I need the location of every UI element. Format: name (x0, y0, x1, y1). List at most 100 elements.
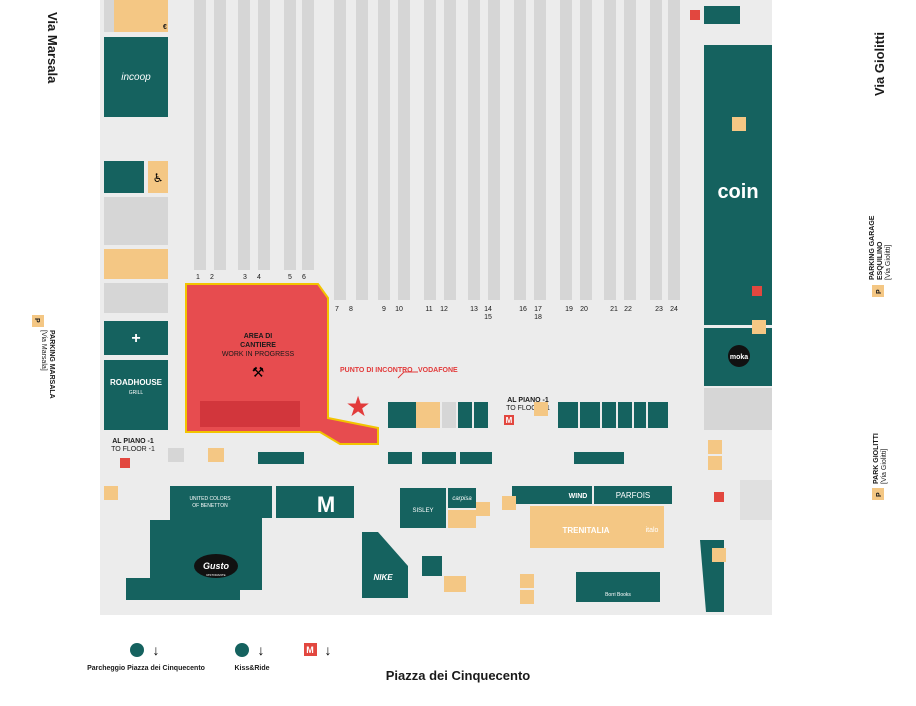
wind-block[interactable] (512, 486, 592, 504)
metro-badge[interactable] (690, 10, 700, 20)
parking-right-top-sub: [Via Giolitti] (885, 245, 892, 280)
parking-badge-label: P (876, 492, 883, 497)
shop[interactable] (648, 402, 668, 428)
escalator-badge (732, 117, 746, 131)
sisley-store[interactable] (400, 488, 446, 528)
track-label: 5 (288, 274, 292, 281)
meeting-point-label: PUNTO DI INCONTRO (340, 367, 413, 374)
construction-sub (200, 401, 300, 427)
track-label: 14 (484, 306, 492, 313)
metro-badge[interactable] (714, 492, 724, 502)
wheelchair-icon: ♿ (153, 171, 164, 185)
parking-badge-right-top (872, 285, 884, 297)
street-bottom: Piazza dei Cinquecento (386, 668, 531, 683)
incoop-label: incoop (121, 72, 151, 83)
carpisa-label: carpisa (452, 496, 472, 502)
shop[interactable] (388, 402, 416, 428)
star-icon[interactable]: ★ (345, 391, 370, 422)
gray-block (704, 388, 772, 430)
arrow-down-icon: ↓ (153, 642, 160, 658)
gray-block (104, 0, 114, 32)
parking-badge-label: P (876, 289, 883, 294)
parking-right-bottom-sub: [Via Giolitti] (881, 449, 888, 484)
peach-block (104, 249, 168, 279)
gusto-logo (194, 554, 238, 578)
shop[interactable] (558, 402, 578, 428)
shop[interactable] (442, 402, 456, 428)
roadhouse-store[interactable] (104, 360, 168, 430)
street-left: Via Marsala (45, 12, 60, 84)
legend-teal-dot (235, 643, 249, 657)
construction-title-2: CANTIERE (240, 342, 276, 349)
metro-badge-label: M (506, 416, 513, 425)
track-label: 2 (210, 274, 214, 281)
wind-label: WIND (569, 493, 588, 500)
shop[interactable] (458, 402, 472, 428)
italo-label: italo (646, 527, 659, 534)
incoop-store[interactable] (104, 37, 168, 117)
track-label: 12 (440, 306, 448, 313)
parking-right-top-title1: PARKING GARAGE (869, 215, 876, 280)
shop[interactable] (634, 402, 646, 428)
benetton-label-1: UNITED COLORS (189, 496, 231, 502)
parfois-block[interactable] (594, 486, 672, 504)
escalator-icons (104, 320, 766, 604)
gray-block (104, 197, 168, 245)
coin-store[interactable] (704, 45, 772, 325)
track-label: 23 (655, 306, 663, 313)
accessibility-block (148, 161, 168, 193)
gray-block (168, 448, 184, 462)
track-label: 9 (382, 306, 386, 313)
moka-label: moka (730, 354, 748, 361)
track-label: 18 (534, 314, 542, 321)
pharmacy-cross-icon: + (131, 330, 140, 347)
gray-block (104, 283, 168, 313)
moka-logo (728, 345, 750, 367)
vodafone-pointer (397, 371, 418, 379)
parking-right-bottom-title: PARK GIOLITTI (873, 433, 880, 484)
right-gray (740, 480, 772, 520)
shop[interactable] (416, 402, 440, 428)
parfois-label: PARFOIS (616, 491, 651, 500)
bookstore-label: Borri Books (605, 592, 631, 598)
teal-block (104, 161, 144, 193)
mcdonalds-store[interactable] (276, 486, 354, 518)
track-label: 10 (395, 306, 403, 313)
metro-badge[interactable] (120, 458, 130, 468)
nike-store[interactable] (362, 532, 408, 598)
legend-metro-label: M (306, 645, 314, 655)
metro-badge[interactable] (504, 415, 514, 425)
trenitalia-label: TRENITALIA (563, 526, 610, 535)
track-label: 19 (565, 306, 573, 313)
shop[interactable] (580, 402, 600, 428)
legend-teal-dot (130, 643, 144, 657)
parking-badge-right-bottom (872, 488, 884, 500)
platforms (194, 0, 680, 300)
shop[interactable] (602, 402, 616, 428)
floor-center-line2: TO FLOOR -1 (506, 405, 550, 412)
sisley-label: SISLEY (412, 508, 433, 514)
arrow-down-icon: ↓ (325, 642, 332, 658)
worker-icon: ⚒ (252, 364, 265, 380)
street-right: Via Giolitti (872, 32, 887, 96)
coin-label: coin (717, 181, 758, 203)
euro-label: € (163, 24, 167, 31)
legend-metro-badge (304, 643, 317, 656)
parking-left-sub: [Via Marsala] (40, 330, 47, 371)
metro-badge[interactable] (752, 286, 762, 296)
track-label: 17 (534, 306, 542, 313)
bookstore[interactable] (576, 572, 660, 602)
benetton-label-2: OF BENETTON (192, 503, 228, 509)
track-label: 8 (349, 306, 353, 313)
shop[interactable] (618, 402, 632, 428)
arrow-down-icon: ↓ (258, 642, 265, 658)
shop[interactable] (474, 402, 488, 428)
peach-block (444, 576, 466, 592)
track-label: 24 (670, 306, 678, 313)
track-label: 16 (519, 306, 527, 313)
carpisa-store[interactable] (448, 488, 476, 508)
pharmacy-store[interactable] (104, 321, 168, 355)
trenitalia-office[interactable] (530, 506, 640, 548)
parking-badge-label: P (33, 318, 40, 323)
